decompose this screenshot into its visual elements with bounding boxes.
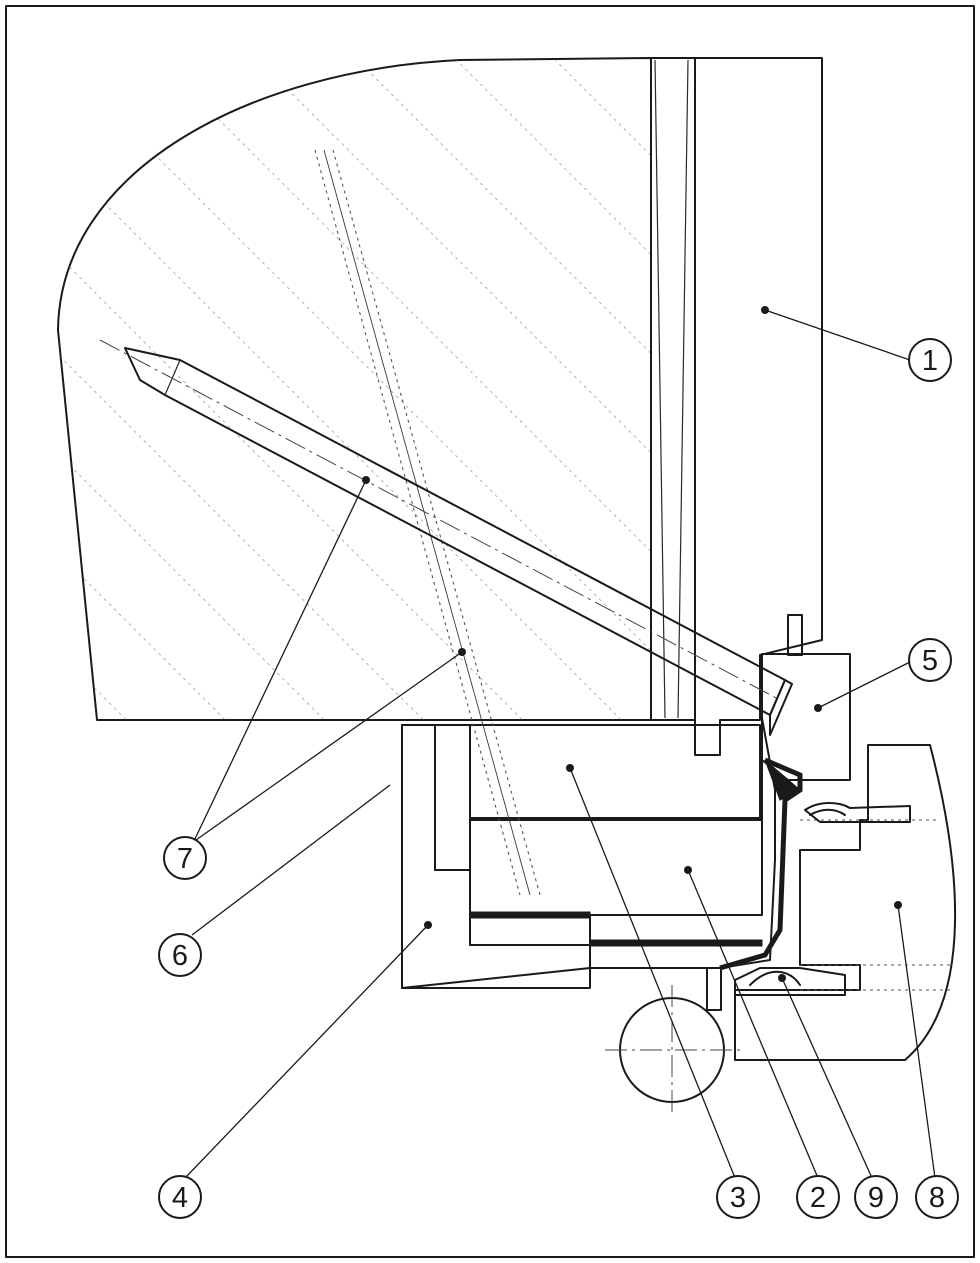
leader-lines [184, 306, 936, 1179]
callout-9: 9 [854, 1175, 898, 1219]
callout-6-label: 6 [172, 940, 188, 972]
callout-5-label: 5 [922, 645, 938, 677]
frame-section [57, 57, 652, 721]
part-4-l-profile [401, 724, 591, 989]
metal-strip [719, 757, 803, 971]
callout-9-label: 9 [868, 1182, 884, 1214]
part-9-seals [734, 802, 911, 996]
callout-6: 6 [158, 933, 202, 977]
roller [605, 967, 740, 1112]
callout-1-label: 1 [922, 345, 938, 377]
callout-8: 8 [915, 1175, 959, 1219]
part-4-lower-profile [401, 717, 776, 989]
callout-1: 1 [908, 338, 952, 382]
part-3-bead [434, 724, 761, 871]
part-8-fitting [734, 744, 957, 1061]
callout-5: 5 [908, 638, 952, 682]
callout-4-label: 4 [172, 1182, 188, 1214]
callout-2: 2 [796, 1175, 840, 1219]
callout-7-label: 7 [177, 843, 193, 875]
screw-hidden [314, 149, 541, 896]
callout-7: 7 [163, 836, 207, 880]
drawing-border [5, 5, 975, 1258]
callout-2-label: 2 [810, 1182, 826, 1214]
callout-8-label: 8 [929, 1182, 945, 1214]
part-5-block [761, 653, 851, 781]
locking-pin [787, 614, 803, 656]
screw-visible [99, 339, 793, 736]
callout-3: 3 [716, 1175, 760, 1219]
part-1-frame [694, 57, 823, 756]
callout-3-label: 3 [730, 1182, 746, 1214]
callout-4: 4 [158, 1175, 202, 1219]
